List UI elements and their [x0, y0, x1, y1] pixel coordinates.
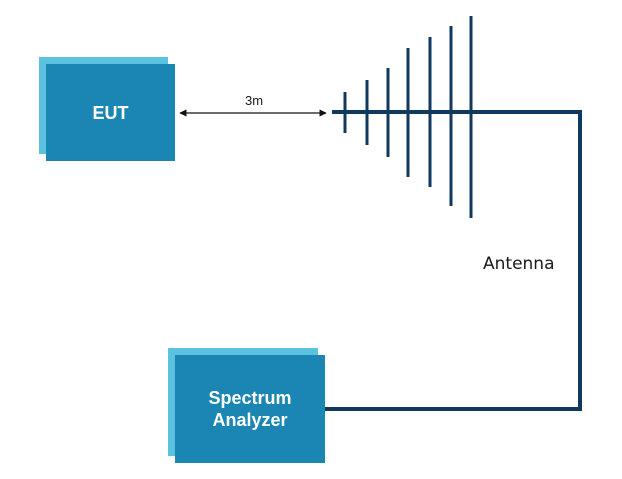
eut-box: EUT	[46, 64, 175, 161]
antenna-label: Antenna	[483, 254, 555, 274]
antenna-elements	[343, 16, 473, 218]
spectrum-analyzer-box: Spectrum Analyzer	[175, 355, 325, 463]
spectrum-analyzer-label-line1: Spectrum	[208, 388, 292, 408]
distance-label: 3m	[244, 93, 264, 108]
eut-label: EUT	[92, 102, 129, 123]
spectrum-analyzer-label-line2: Analyzer	[212, 410, 288, 430]
antenna-cable	[325, 110, 582, 411]
